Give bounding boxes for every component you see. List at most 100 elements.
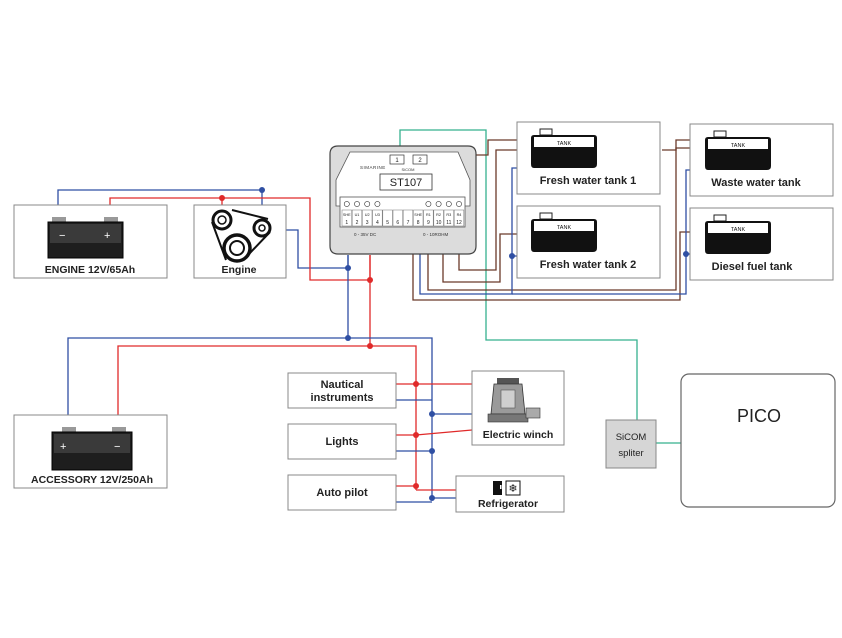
terminal-number: 6 bbox=[396, 220, 399, 226]
terminal-cell bbox=[392, 209, 403, 227]
terminal-screw-icon bbox=[364, 201, 371, 207]
nautical-label-line1: Nautical bbox=[321, 379, 364, 391]
wire-accessory-blue bbox=[67, 337, 433, 498]
terminal-cell bbox=[413, 209, 424, 227]
wire-lights-winch-red bbox=[415, 429, 473, 436]
snowflake-icon bbox=[505, 480, 521, 496]
terminal-label: U3 bbox=[375, 213, 380, 217]
tank-waste-badge-text: TANK bbox=[731, 143, 746, 149]
device-model: ST107 bbox=[390, 177, 422, 189]
tank-fresh-1-label: Fresh water tank 1 bbox=[540, 175, 637, 187]
terminal-label: U2 bbox=[365, 213, 370, 217]
sicom-splitter: SiCOM spliter bbox=[605, 419, 657, 469]
splitter-label-line1: SiCOM bbox=[616, 432, 647, 443]
device-port-2 bbox=[412, 154, 428, 165]
device-port-1 bbox=[389, 154, 405, 165]
svg-text:❄: ❄ bbox=[508, 483, 517, 495]
terminal-number: 8 bbox=[417, 220, 420, 226]
engine-belt-icon bbox=[211, 209, 272, 263]
device-port-1-label: 1 bbox=[395, 158, 399, 164]
wires bbox=[57, 129, 692, 503]
terminal-cell bbox=[453, 209, 465, 227]
accessory-battery-terminal-neg bbox=[112, 427, 126, 432]
accessory-battery: + − ACCESSORY 12V/250Ah bbox=[13, 414, 168, 489]
terminal-screw-icon bbox=[435, 201, 442, 207]
tank-diesel-label: Diesel fuel tank bbox=[712, 261, 794, 273]
tank-diesel-cap-icon bbox=[713, 214, 727, 222]
tank-fresh-1: TANK Fresh water tank 1 bbox=[516, 121, 661, 195]
terminal-number: 3 bbox=[366, 220, 369, 226]
accessory-battery-top bbox=[54, 434, 130, 453]
terminal-cell bbox=[351, 209, 363, 227]
terminal-cell bbox=[341, 209, 352, 227]
engine-battery-terminal-pos bbox=[104, 217, 118, 222]
terminal-number: 12 bbox=[456, 220, 462, 226]
accessory-battery-label: ACCESSORY 12V/250Ah bbox=[31, 474, 153, 486]
device-brand: SIMARINE bbox=[360, 165, 386, 170]
tank-fresh-1-badge bbox=[534, 137, 594, 147]
wire-fresh1-brown bbox=[458, 149, 518, 271]
tank-fresh-2: TANK Fresh water tank 2 bbox=[516, 205, 661, 279]
wire-waste-top bbox=[662, 139, 692, 151]
tank-waste-label: Waste water tank bbox=[711, 177, 801, 189]
load-auto-pilot: Auto pilot bbox=[287, 474, 397, 511]
device-resistance-range: 0 - 10ROHM bbox=[423, 232, 449, 237]
accessory-battery-plus: + bbox=[60, 441, 66, 453]
engine-battery-terminal-neg bbox=[52, 217, 66, 222]
terminal-cell bbox=[402, 209, 414, 227]
engine-label: Engine bbox=[221, 264, 256, 276]
tank-diesel-badge-text: TANK bbox=[731, 227, 746, 233]
wire-fresh2-brown bbox=[442, 233, 518, 283]
terminal-cell bbox=[433, 209, 444, 227]
terminal-cell bbox=[372, 209, 383, 227]
engine-battery-label: ENGINE 12V/65Ah bbox=[45, 264, 135, 276]
load-electric-winch: Electric winch bbox=[471, 370, 565, 446]
tank-fresh-2-label: Fresh water tank 2 bbox=[540, 259, 637, 271]
terminal-screw-icon bbox=[374, 201, 381, 207]
terminal-label: R1 bbox=[426, 213, 431, 217]
winch-label: Electric winch bbox=[483, 429, 554, 441]
terminal-screw-icon bbox=[343, 201, 350, 207]
nautical-label-line2: instruments bbox=[311, 392, 374, 404]
accessory-battery-minus: − bbox=[114, 441, 120, 453]
accessory-battery-terminal-pos bbox=[62, 427, 76, 432]
terminal-cell bbox=[362, 209, 373, 227]
pico-box bbox=[680, 373, 836, 508]
terminal-screw-icon bbox=[456, 201, 462, 207]
tank-fresh-1-badge-text: TANK bbox=[557, 141, 572, 147]
terminal-number: 9 bbox=[427, 220, 430, 226]
terminal-label: R2 bbox=[436, 213, 441, 217]
tank-waste: TANK Waste water tank bbox=[689, 123, 834, 197]
lights-label: Lights bbox=[326, 436, 359, 448]
tank-fresh-2-badge-text: TANK bbox=[557, 225, 572, 231]
engine: Engine bbox=[193, 204, 287, 279]
wire-sicom-teal bbox=[399, 129, 638, 420]
terminal-label: SHE bbox=[414, 213, 422, 217]
wire-fresh1-top bbox=[475, 139, 518, 156]
load-refrigerator: ❄ Refrigerator bbox=[455, 475, 565, 513]
load-nautical-instruments: Nautical instruments bbox=[287, 372, 397, 409]
tank-waste-badge bbox=[708, 139, 768, 149]
load-lights: Lights bbox=[287, 423, 397, 460]
pico-display: PICO bbox=[680, 373, 836, 508]
terminal-label: R4 bbox=[457, 213, 462, 217]
tank-diesel: TANK Diesel fuel tank bbox=[689, 207, 834, 281]
wire-diesel-brown bbox=[412, 231, 692, 301]
terminal-number: 7 bbox=[407, 220, 410, 226]
terminal-number: 5 bbox=[386, 220, 389, 226]
splitter-label-line2: spliter bbox=[618, 448, 643, 459]
junction-dots bbox=[219, 187, 689, 501]
wire-waste-brown bbox=[427, 147, 692, 291]
terminal-label: SHE bbox=[343, 213, 351, 217]
pico-label: PICO bbox=[737, 406, 781, 426]
splitter-box bbox=[605, 419, 657, 469]
device-sicom-label: SiCOM bbox=[402, 167, 415, 172]
terminal-screw-icon bbox=[425, 201, 432, 207]
engine-battery-minus: − bbox=[59, 230, 65, 242]
terminal-number: 1 bbox=[345, 220, 348, 226]
terminal-cell bbox=[423, 209, 434, 227]
